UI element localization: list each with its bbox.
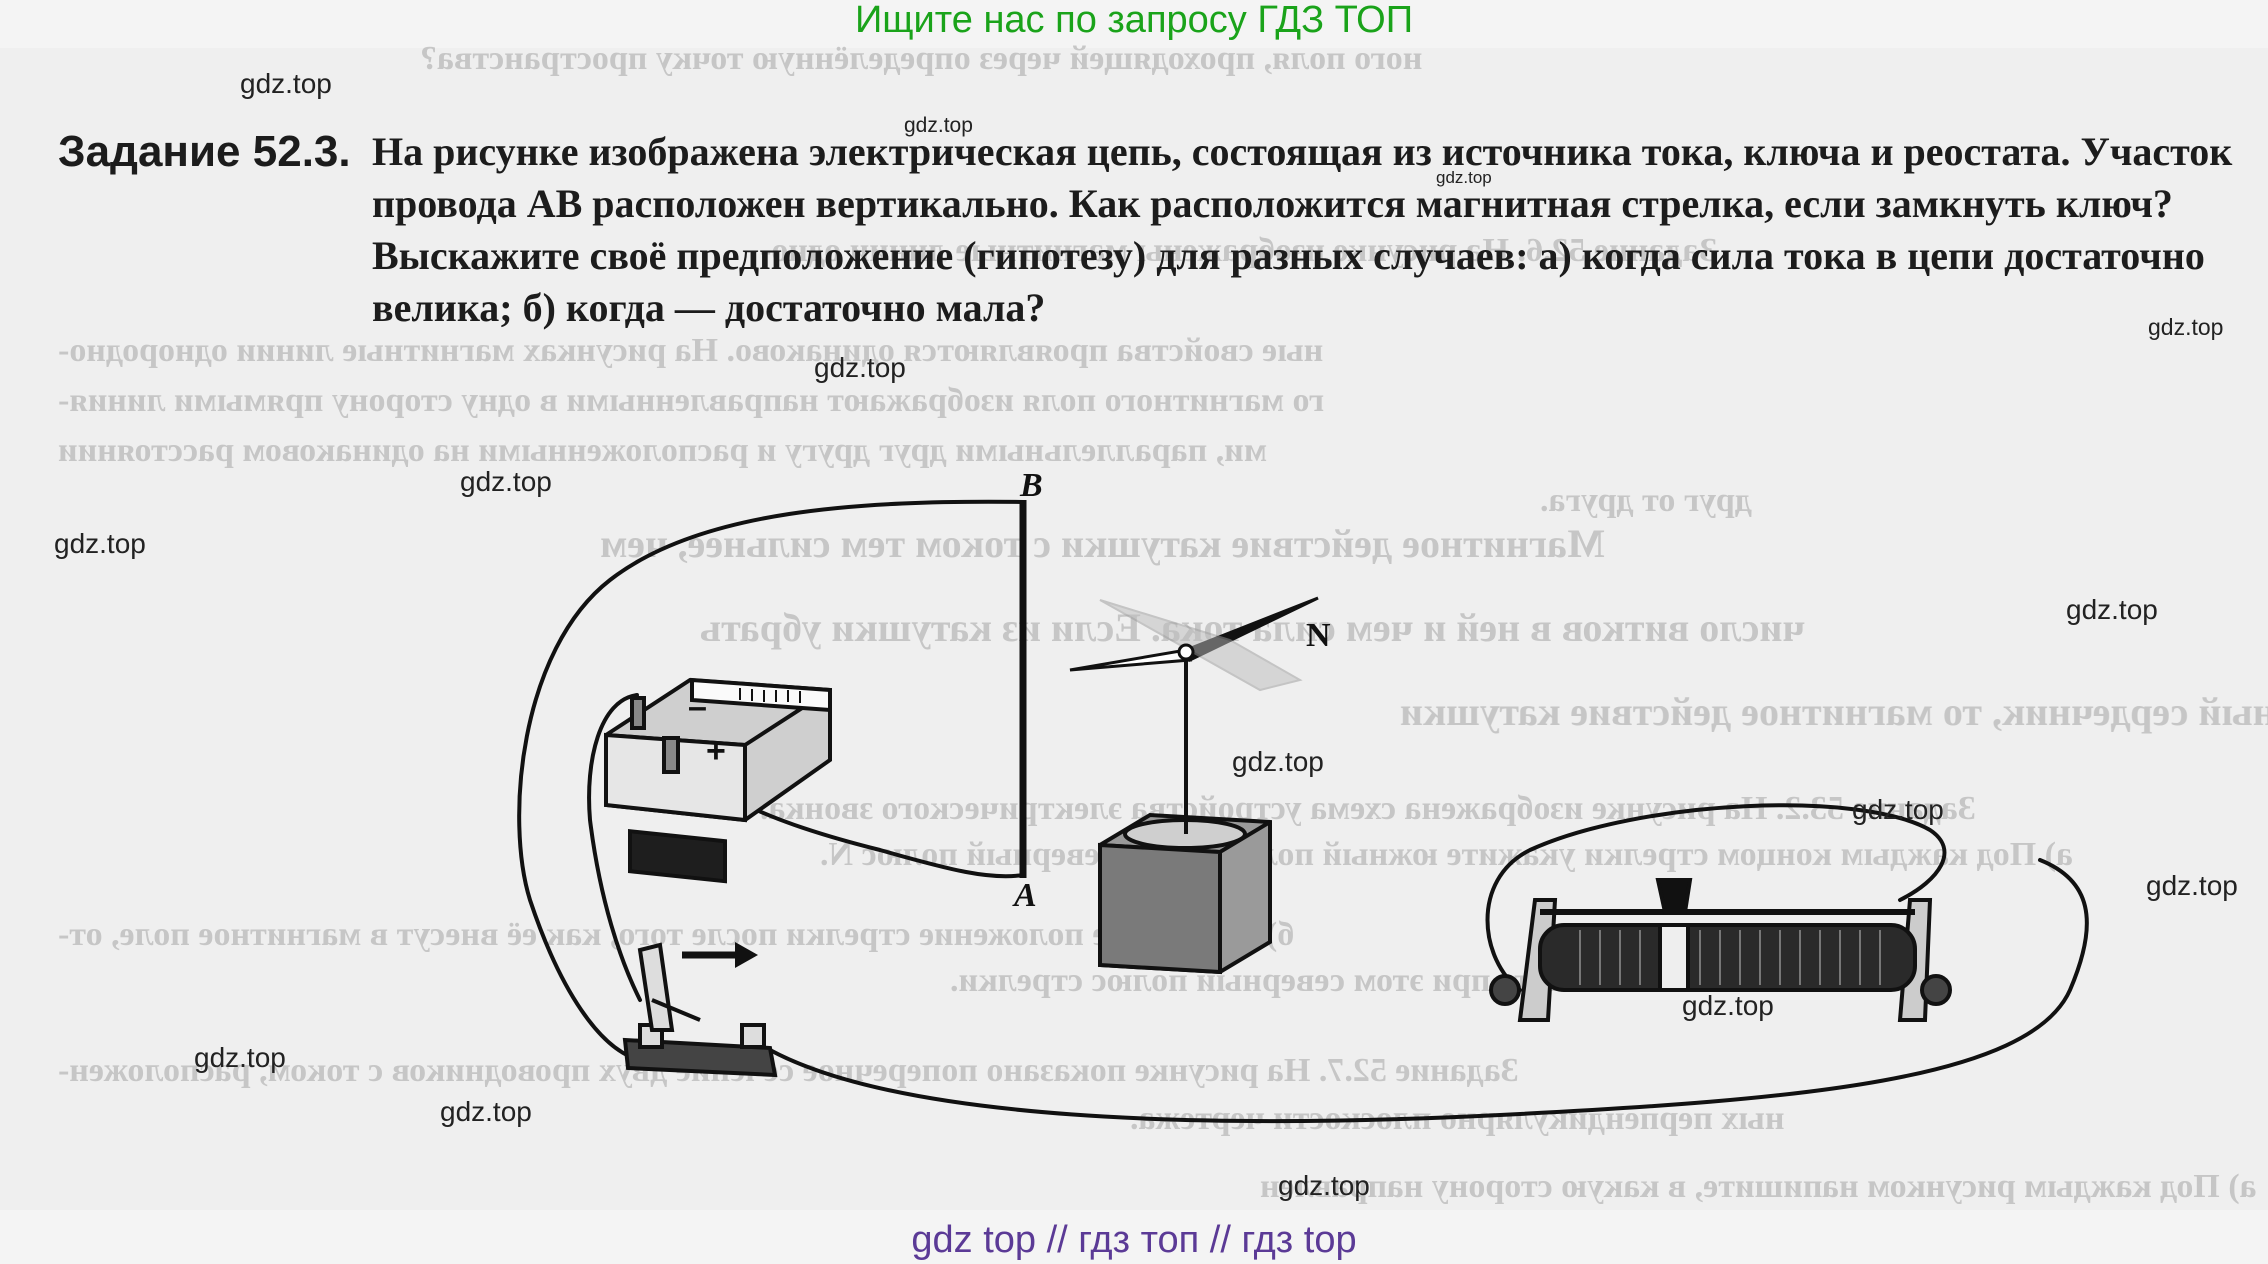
watermark[interactable]: gdz.top — [1852, 794, 1944, 825]
watermark[interactable]: gdz.top — [440, 1096, 532, 1127]
watermark[interactable]: gdz.top — [1232, 746, 1324, 777]
battery-plus: + — [706, 732, 726, 770]
rheostat — [1489, 878, 1952, 1022]
battery-minus: – — [688, 688, 707, 726]
task-label: Задание 52.3. — [58, 127, 351, 176]
watermark[interactable]: gdz.top — [194, 1042, 286, 1073]
watermark[interactable]: gdz.top — [460, 466, 552, 497]
wire-left-loop — [517, 499, 1025, 1062]
watermark[interactable]: gdz.top — [904, 114, 973, 137]
watermark[interactable]: gdz.top — [2066, 594, 2158, 625]
label-n: N — [1306, 617, 1331, 654]
switch — [622, 942, 778, 1078]
magnetic-needle — [1069, 596, 1319, 692]
watermark[interactable]: gdz.top — [1278, 1170, 1370, 1201]
wire-switch-rheostat — [768, 858, 2089, 1124]
wire-rheostat-left — [1485, 803, 1947, 992]
page-background — [0, 48, 2268, 1210]
switch-arrow — [682, 942, 758, 968]
label-a: A — [1012, 877, 1037, 914]
task-text: На рисунке изображена электрическая цепь… — [372, 129, 2233, 330]
top-banner[interactable]: Ищите нас по запросу ГДЗ ТОП — [854, 0, 1414, 41]
watermark[interactable]: gdz.top — [240, 68, 332, 99]
watermark[interactable]: gdz.top — [54, 528, 146, 559]
compass-stand — [1098, 650, 1272, 975]
watermark[interactable]: gdz.top — [1436, 168, 1492, 187]
watermark[interactable]: gdz.top — [2146, 870, 2238, 901]
label-b: B — [1019, 467, 1043, 504]
wire-battery-switch — [587, 693, 642, 1002]
watermark[interactable]: gdz.top — [814, 352, 906, 383]
watermark[interactable]: gdz.top — [2148, 314, 2224, 340]
battery — [604, 677, 832, 884]
watermark[interactable]: gdz.top — [1682, 990, 1774, 1021]
bottom-banner[interactable]: gdz top // гдз топ // гдз top — [911, 1219, 1357, 1261]
